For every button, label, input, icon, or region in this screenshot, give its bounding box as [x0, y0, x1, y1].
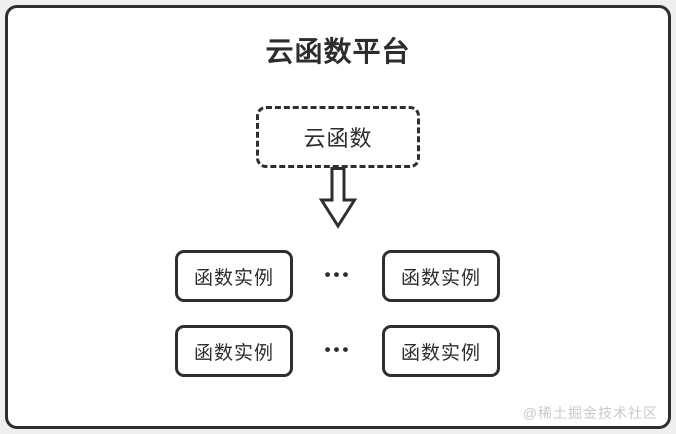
watermark-text: @稀土掘金技术社区 [522, 405, 658, 421]
function-instance-label: 函数实例 [400, 267, 481, 289]
instance-row-1: 函数实例 ••• 函数实例 [0, 250, 676, 302]
down-arrow-icon [318, 167, 358, 229]
function-instance-label: 函数实例 [400, 342, 481, 364]
diagram-title: 云函数平台 [265, 36, 411, 67]
function-instance-node: 函数实例 [175, 250, 293, 302]
function-instance-node: 函数实例 [382, 250, 500, 302]
function-instance-label: 函数实例 [193, 267, 274, 289]
instance-row-2: 函数实例 ••• 函数实例 [0, 325, 676, 377]
function-instance-node: 函数实例 [175, 325, 293, 377]
function-instance-node: 函数实例 [382, 325, 500, 377]
cloud-function-node: 云函数 [256, 106, 420, 168]
ellipsis-dots: ••• [324, 265, 352, 284]
cloud-function-label: 云函数 [303, 126, 373, 151]
ellipsis-dots: ••• [324, 340, 352, 359]
function-instance-label: 函数实例 [193, 342, 274, 364]
